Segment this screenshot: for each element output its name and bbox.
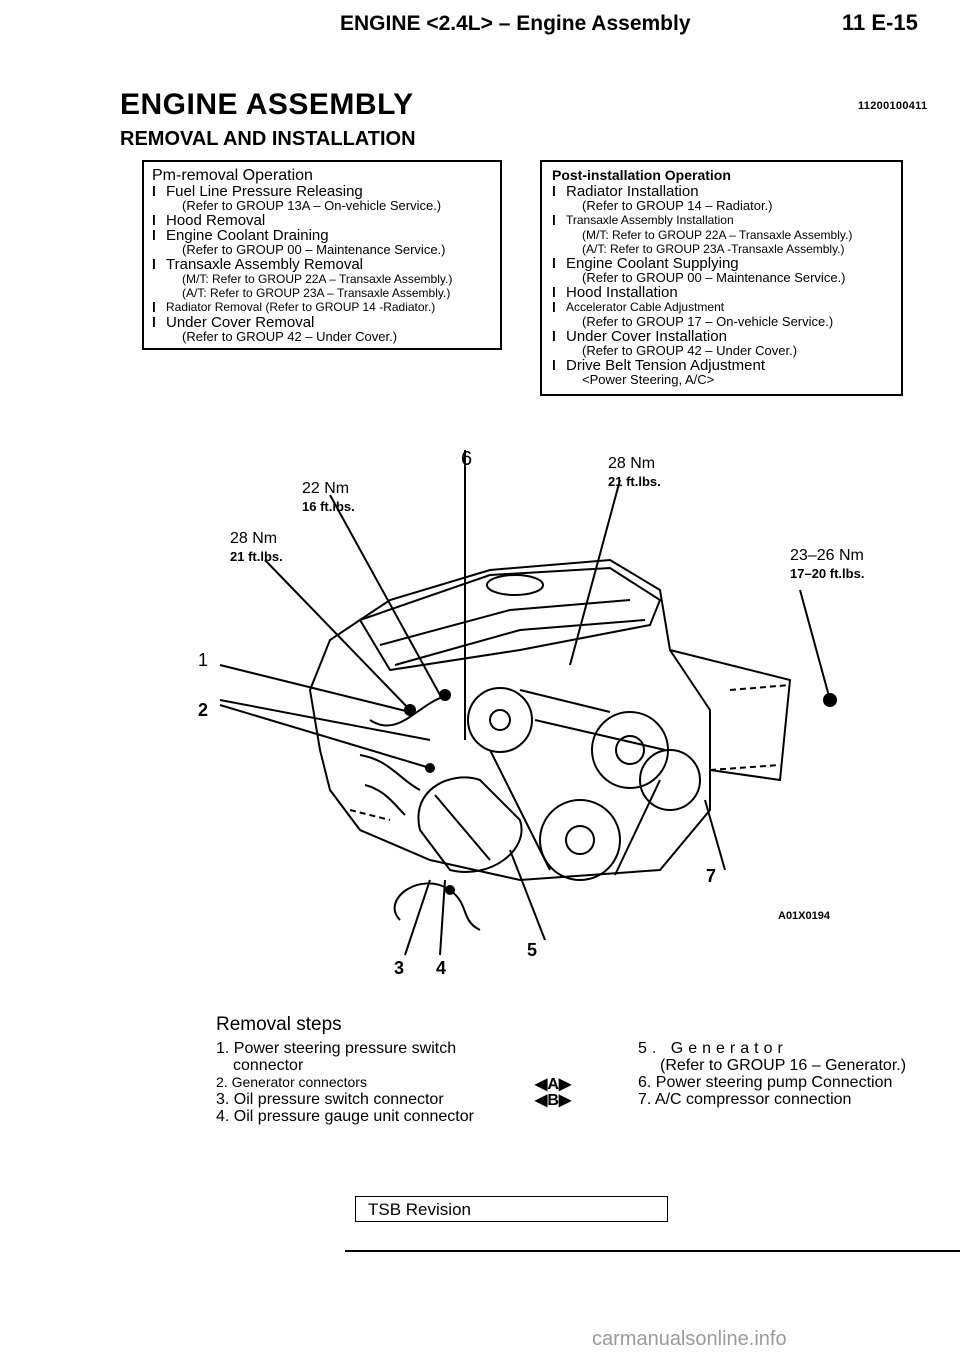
torque-label: 28 Nm 21 ft.lbs. [608, 455, 661, 491]
callout-6: 6 [461, 448, 473, 470]
post-install-sub: (A/T: Refer to GROUP 23A -Transaxle Asse… [582, 242, 845, 256]
removal-steps-title: Removal steps [216, 1014, 342, 1035]
figure-code: A01X0194 [778, 910, 830, 922]
removal-step: 5. Generator [638, 1040, 788, 1057]
post-installation-list: Radiator Installation (Refer to GROUP 14… [552, 184, 901, 387]
post-install-sub: (M/T: Refer to GROUP 22A – Transaxle Ass… [582, 228, 853, 242]
torque-label: 22 Nm 16 ft.lbs. [302, 480, 355, 516]
callout-2: 2 [198, 700, 209, 720]
callout-4: 4 [436, 958, 447, 978]
post-install-sub: (Refer to GROUP 17 – On-vehicle Service.… [582, 314, 834, 329]
pre-removal-item: Engine Coolant Draining [152, 228, 500, 243]
removal-step: 7. A/C compressor connection [638, 1091, 852, 1108]
post-installation-title: Post-installation Operation [552, 167, 731, 183]
torque-nm: 22 Nm [302, 480, 350, 497]
pre-removal-list: Fuel Line Pressure Releasing (Refer to G… [152, 184, 500, 344]
torque-nm: 28 Nm [608, 455, 656, 472]
watermark: carmanualsonline.info [592, 1328, 787, 1350]
section-title: ENGINE ASSEMBLY [120, 88, 414, 121]
engine-assembly-illustration [219, 450, 837, 956]
torque-ft: 16 ft.lbs. [302, 499, 355, 514]
torque-nm: 28 Nm [230, 530, 278, 547]
post-install-item: Radiator Installation [552, 184, 901, 199]
page-header-title: ENGINE <2.4L> – Engine Assembly [340, 12, 691, 35]
torque-label: 28 Nm 21 ft.lbs. [230, 530, 283, 566]
pre-removal-sub: (Refer to GROUP 42 – Under Cover.) [182, 329, 398, 344]
post-install-item: Hood Installation [552, 285, 901, 300]
torque-ft: 21 ft.lbs. [230, 549, 283, 564]
removal-step: 6. Power steering pump Connection [638, 1074, 893, 1091]
pre-removal-item: Hood Removal [152, 213, 500, 228]
callout-5: 5 [527, 940, 538, 960]
section-code: 11200100411 [858, 100, 928, 112]
pre-removal-sub: (M/T: Refer to GROUP 22A – Transaxle Ass… [182, 272, 453, 286]
torque-ft: 21 ft.lbs. [608, 474, 661, 489]
footer-rule [345, 1250, 960, 1252]
removal-step: 3. Oil pressure switch connector [216, 1091, 444, 1108]
post-install-item: Transaxle Assembly Installation [552, 213, 901, 228]
marker-a-label: A [547, 1076, 559, 1093]
post-installation-box: Post-installation Operation Radiator Ins… [540, 160, 903, 396]
removal-step: 1. Power steering pressure switch [216, 1040, 457, 1057]
marker-b-label: B [547, 1092, 559, 1109]
tsb-revision-box: TSB Revision [355, 1196, 668, 1222]
post-install-sub: (Refer to GROUP 14 – Radiator.) [582, 198, 773, 213]
page-number: 11 E-15 [842, 10, 918, 35]
pre-removal-sub: (Refer to GROUP 00 – Maintenance Service… [182, 242, 446, 257]
pre-removal-sub: (A/T: Refer to GROUP 23A – Transaxle Ass… [182, 286, 451, 300]
pre-removal-item: Under Cover Removal [152, 315, 500, 330]
pre-removal-item: Fuel Line Pressure Releasing [152, 184, 500, 199]
callout-7: 7 [706, 866, 717, 886]
callout-1: 1 [198, 650, 209, 670]
post-install-sub: <Power Steering, A/C> [582, 372, 715, 387]
pre-removal-sub: (Refer to GROUP 13A – On-vehicle Service… [182, 198, 442, 213]
torque-nm: 23–26 Nm [790, 547, 864, 564]
post-install-item: Drive Belt Tension Adjustment [552, 358, 901, 373]
post-install-item: Under Cover Installation [552, 329, 901, 344]
pre-removal-box: Pm-removal Operation Fuel Line Pressure … [142, 160, 502, 350]
removal-steps-right: 5. Generator (Refer to GROUP 16 – Genera… [638, 1040, 938, 1108]
removal-step: 4. Oil pressure gauge unit connector [216, 1108, 474, 1125]
marker-b: ◀B▶ [535, 1092, 572, 1109]
pre-removal-item: Radiator Removal (Refer to GROUP 14 -Rad… [152, 300, 500, 315]
removal-steps-left: 1. Power steering pressure switch connec… [216, 1040, 516, 1125]
post-install-sub: (Refer to GROUP 42 – Under Cover.) [582, 343, 798, 358]
post-install-sub: (Refer to GROUP 00 – Maintenance Service… [582, 270, 846, 285]
callout-3: 3 [394, 958, 405, 978]
removal-step: connector [233, 1057, 304, 1074]
pre-removal-title: Pm-removal Operation [152, 167, 313, 184]
section-subtitle: REMOVAL AND INSTALLATION [120, 128, 416, 150]
removal-step: (Refer to GROUP 16 – Generator.) [660, 1057, 907, 1074]
marker-a: ◀A▶ [535, 1076, 572, 1093]
torque-ft: 17–20 ft.lbs. [790, 566, 865, 581]
torque-label: 23–26 Nm 17–20 ft.lbs. [790, 547, 864, 583]
post-install-item: Engine Coolant Supplying [552, 256, 901, 271]
post-install-item: Accelerator Cable Adjustment [552, 300, 901, 315]
removal-step: 2. Generator connectors [216, 1074, 367, 1090]
pre-removal-item: Transaxle Assembly Removal [152, 257, 500, 272]
